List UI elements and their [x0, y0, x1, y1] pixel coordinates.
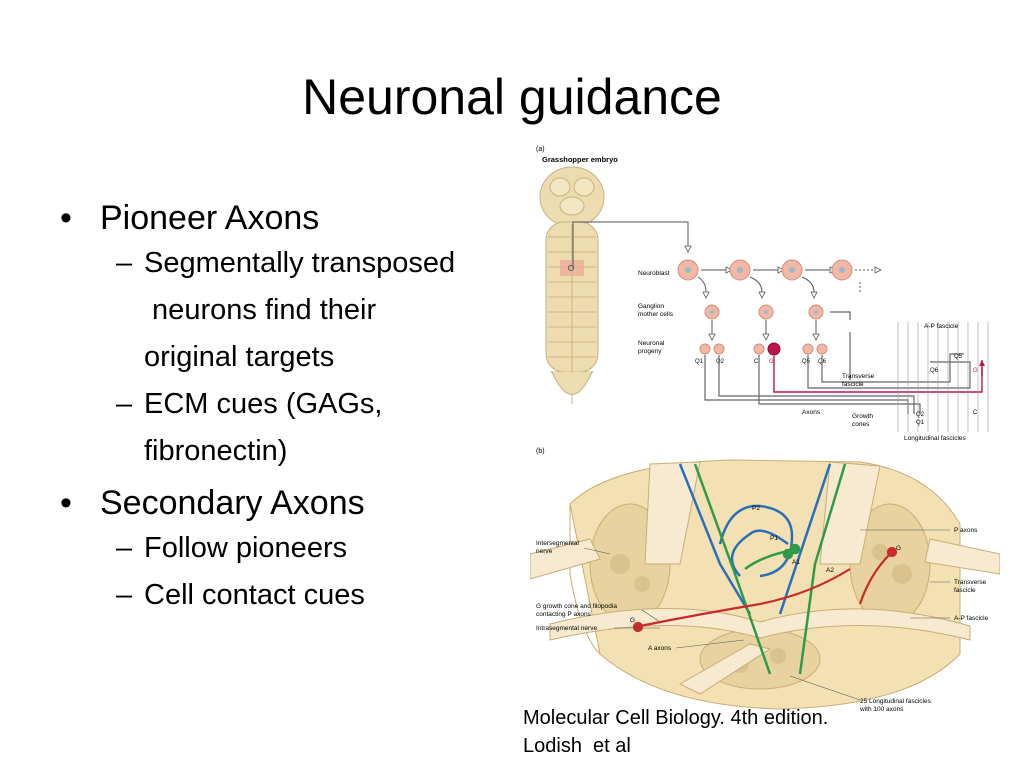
axon-label-a1: A1 [792, 559, 800, 566]
grasshopper-embryo [539, 166, 605, 404]
label-p-axons: P axons [954, 527, 978, 534]
sub-bullet-item: – Cell contact cues [56, 572, 536, 619]
a-axons-green [693, 463, 847, 675]
dash-marker: – [116, 388, 133, 420]
label-growth-cones: Growth [852, 413, 873, 420]
fascicle-label-q5: Q5 [954, 354, 963, 360]
label-intersegmental-nerve: nerve [536, 548, 553, 555]
sub-bullet-line: Follow pioneers [144, 532, 348, 564]
cell-label-c: C [754, 359, 759, 365]
axon-paths [704, 311, 983, 414]
dash-marker: – [116, 579, 133, 611]
neuroblast-row [677, 259, 882, 292]
axon-label-g-left: G [630, 617, 635, 624]
figure-a-heading: Grasshopper embryo [542, 155, 618, 164]
figure-a-panel-label: (a) [536, 146, 545, 153]
fascicle-label-g: G [973, 368, 978, 374]
sub-bullet-line: original targets [144, 341, 335, 373]
label-neuronal-progeny: Neuronal [638, 340, 665, 347]
label-axons: Axons [802, 409, 821, 416]
p-axons-blue [678, 463, 832, 615]
dash-marker: – [116, 247, 133, 279]
dash-marker: – [116, 532, 133, 564]
label-ap-fascicle: A-P fascicle [924, 323, 959, 330]
bullet-text: Secondary Axons [56, 481, 536, 525]
cell-label-q2: Q2 [716, 359, 725, 365]
bullet-text: Pioneer Axons [56, 196, 536, 240]
sub-bullet-list: – Segmentally transposed neurons find th… [56, 240, 536, 475]
sub-bullet-line: Segmentally transposed [144, 247, 456, 279]
figure-b-panel-label: (b) [536, 448, 545, 455]
cell-label-g: G [769, 359, 774, 365]
label-g-growth-cone: contacting P axons [536, 611, 592, 618]
ganglion-row [697, 276, 824, 341]
sub-bullet-line: Cell contact cues [144, 579, 365, 611]
figure-b-ganglion-3d: (b) P2 [530, 448, 1000, 713]
label-transverse-fascicle: Transverse [842, 373, 875, 380]
axon-label-p1: P1 [770, 535, 778, 542]
cell-label-q5: Q5 [802, 359, 811, 365]
bullet-item: Pioneer Axons – Segmentally transposed n… [56, 196, 536, 475]
label-ap-fascicle: A-P fascicle [954, 615, 989, 622]
cell-label-q1: Q1 [695, 359, 704, 365]
sub-bullet-list: – Follow pioneers – Cell contact cues [56, 525, 536, 619]
slide-title: Neuronal guidance [302, 69, 722, 125]
label-neuroblast: Neuroblast [638, 270, 670, 277]
bullet-item: Secondary Axons – Follow pioneers – Cell… [56, 481, 536, 619]
sub-bullet-line: neurons find their [144, 294, 377, 326]
citation: Molecular Cell Biology. 4th edition. Lod… [523, 704, 828, 760]
fascicle-label-q6: Q6 [930, 368, 939, 374]
label-longitudinal-fascicles: with 100 axons [859, 706, 904, 713]
citation-line: Molecular Cell Biology. 4th edition. [523, 707, 829, 729]
sub-bullet-line: ECM cues (GAGs, [144, 388, 383, 420]
label-transverse-fascicle: fascicle [954, 587, 976, 594]
longitudinal-fascicle-lines [897, 322, 989, 432]
label-longitudinal-fascicles: Longitudinal fascicles [904, 435, 967, 442]
label-transverse-fascicle: fascicle [842, 381, 864, 388]
axon-label-a2: A2 [826, 567, 834, 574]
label-a-axons: A axons [648, 645, 672, 652]
label-longitudinal-fascicles: 25 Longitudinal fascicles [860, 698, 932, 705]
fascicle-label-q2: Q2 [916, 412, 925, 418]
g-growth-cones-red [632, 546, 898, 633]
label-neuronal-progeny: progeny [638, 348, 662, 355]
label-growth-cones: cones [852, 421, 870, 428]
citation-line: Lodish et al [523, 735, 631, 757]
bullet-list: Pioneer Axons – Segmentally transposed n… [56, 190, 536, 619]
label-ganglion: mother cells [638, 311, 674, 318]
figure-a-neuroblast-lineage: (a) Grasshopper embryo Neuroblast Gangli… [536, 146, 989, 442]
sub-bullet-line: fibronectin) [144, 435, 288, 467]
axon-label-p2: P2 [752, 505, 760, 512]
label-transverse-fascicle: Transverse [954, 579, 987, 586]
axon-label-g-right: G [896, 545, 901, 552]
label-g-growth-cone: G growth cone and filopodia [536, 603, 617, 610]
fascicle-label-q1: Q1 [916, 420, 925, 426]
label-intrasegmental-nerve: Intrasegmental nerve [536, 625, 597, 632]
label-ganglion: Ganglion [638, 303, 664, 310]
sub-bullet-item: – ECM cues (GAGs, fibronectin) [56, 381, 536, 475]
sub-bullet-item: – Segmentally transposed neurons find th… [56, 240, 536, 381]
ganglion-tissue [530, 459, 1000, 710]
fascicle-label-c: C [973, 410, 978, 416]
label-intersegmental-nerve: Intersegmental [536, 540, 580, 547]
sub-bullet-item: – Follow pioneers [56, 525, 536, 572]
neuronal-progeny-row: Q1 Q2 C G Q5 Q6 [695, 342, 828, 365]
